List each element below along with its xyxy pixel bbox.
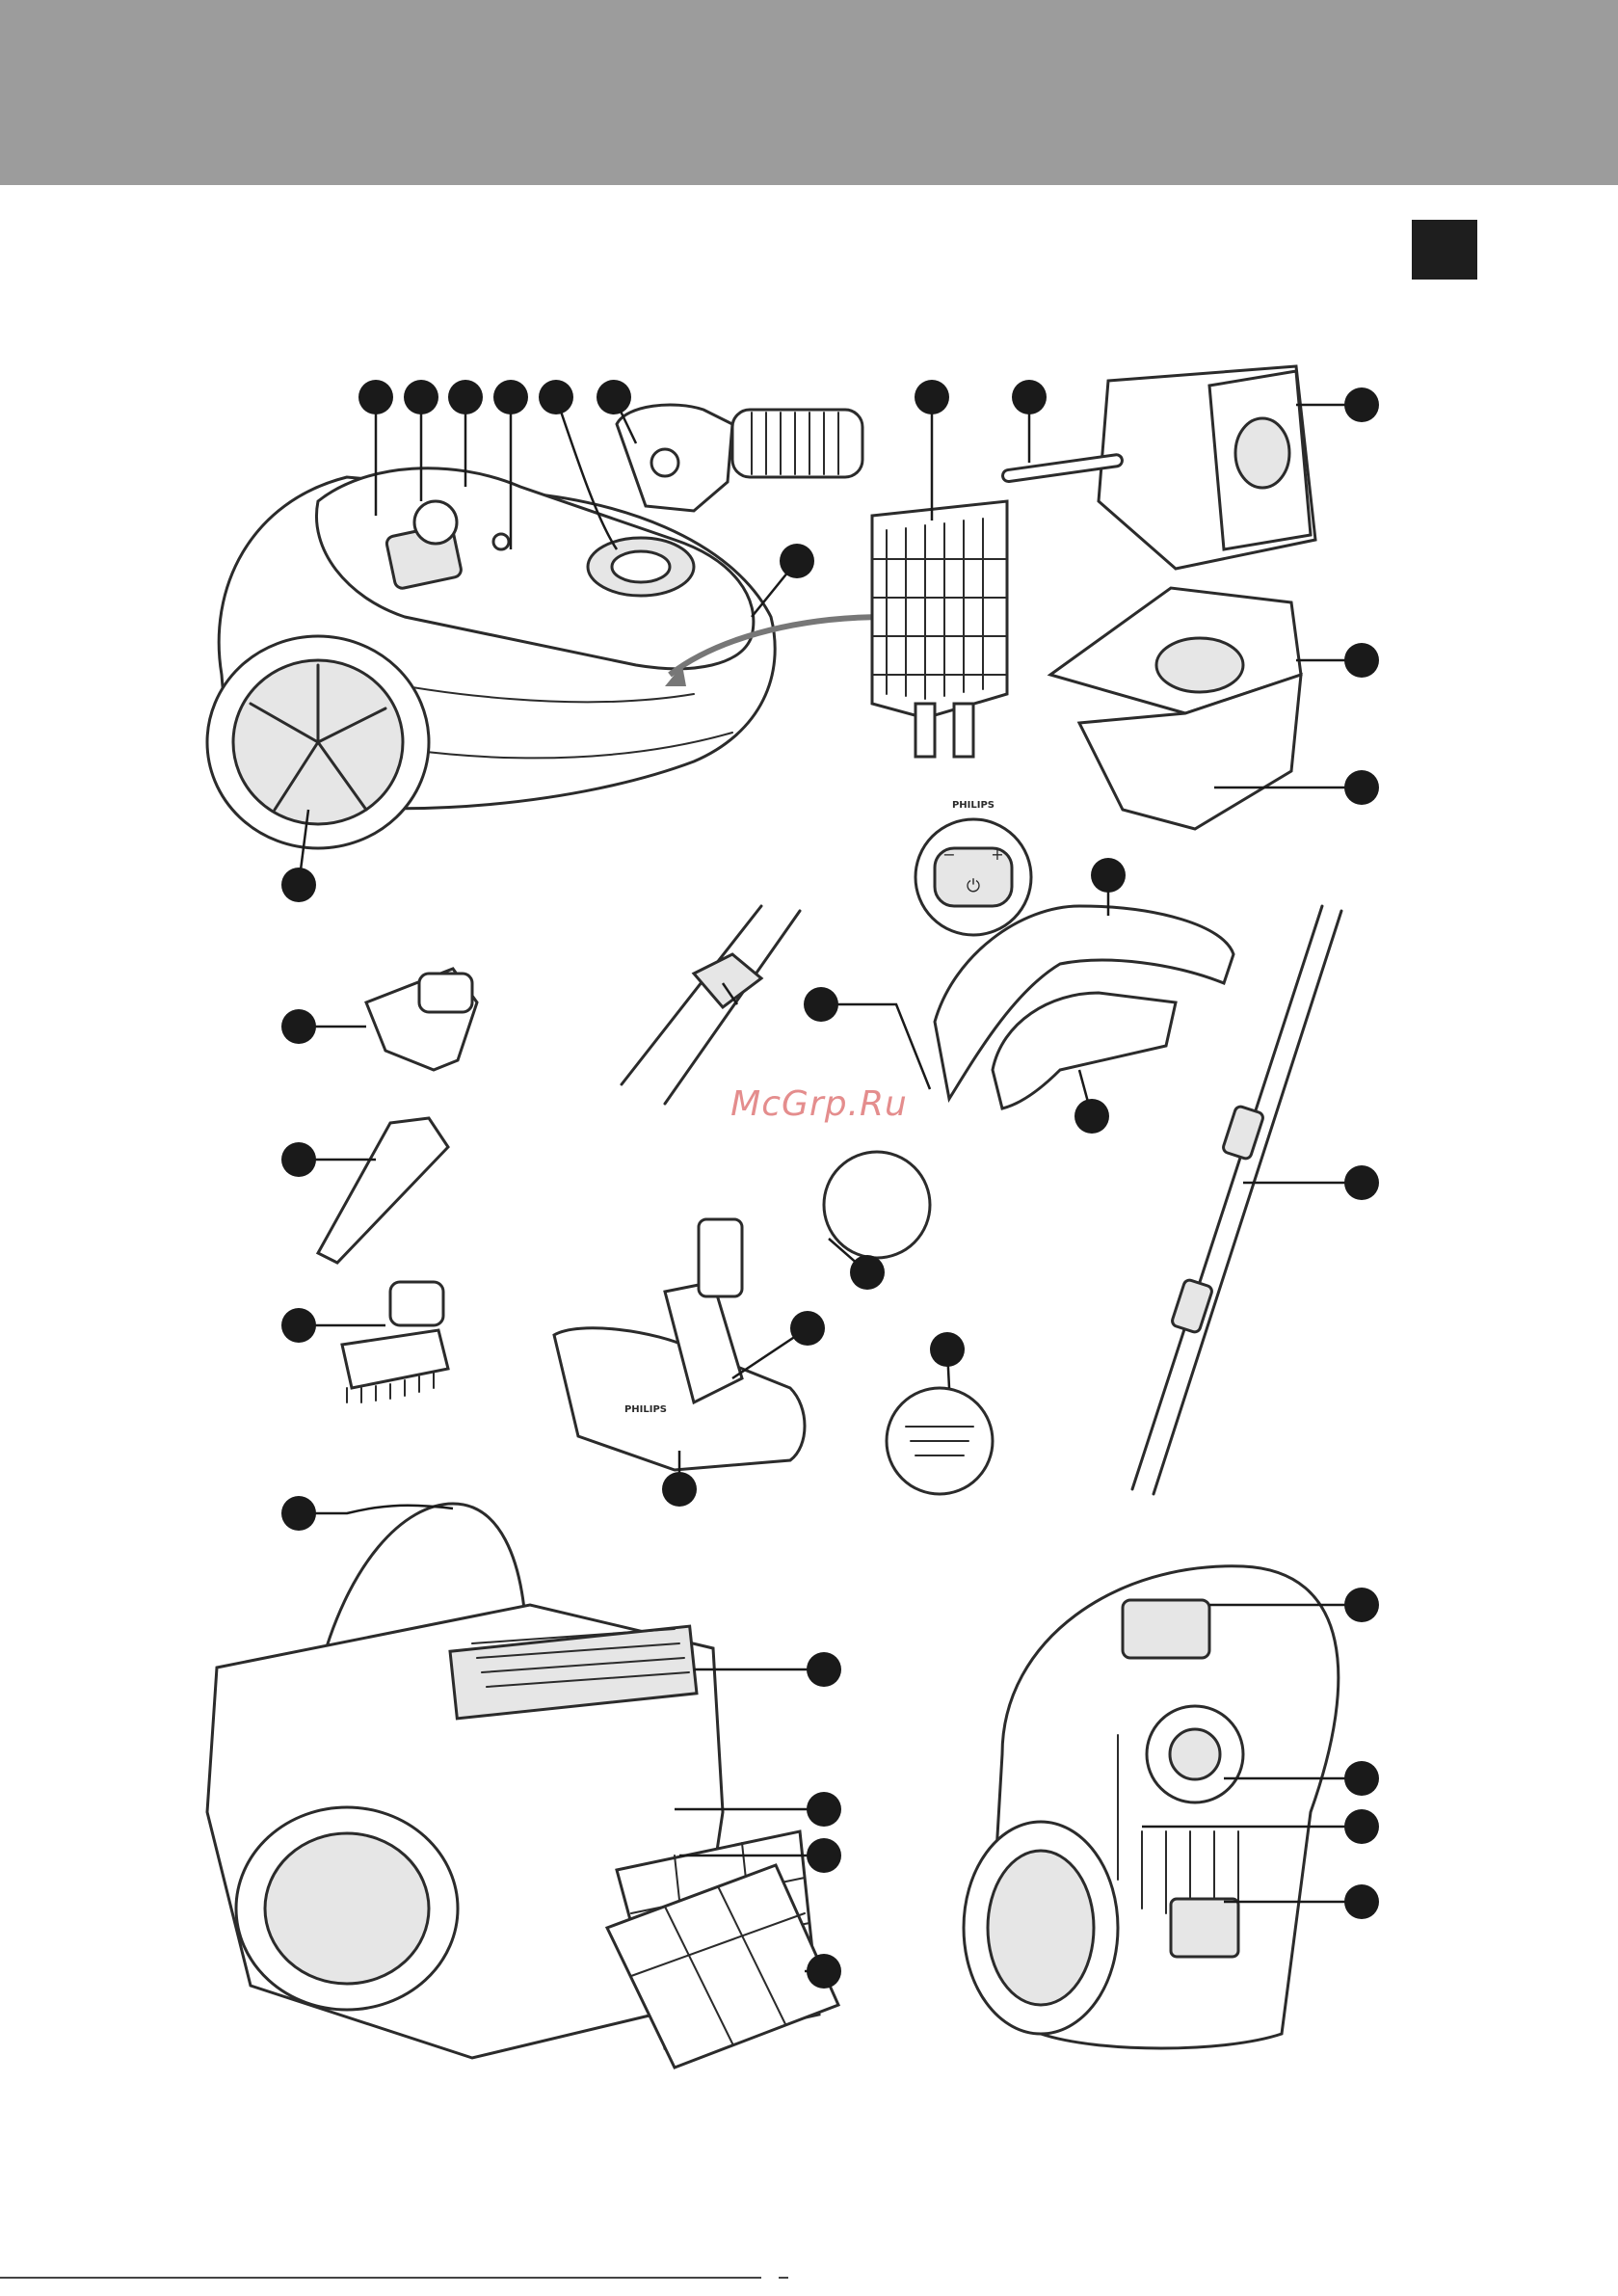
dust-bag bbox=[1001, 364, 1317, 571]
callout-dot bbox=[807, 1838, 841, 1873]
callout-dot bbox=[930, 1332, 965, 1367]
vacuum-body bbox=[205, 467, 888, 850]
hose-connector bbox=[615, 403, 864, 513]
callout-dot bbox=[281, 1496, 316, 1531]
callout-dot bbox=[1344, 387, 1379, 422]
header-band bbox=[0, 0, 1618, 185]
nozzle-brand-text: PHILIPS bbox=[624, 1404, 667, 1415]
callout-dot bbox=[281, 868, 316, 902]
remote-plus-label: + bbox=[991, 845, 1003, 864]
callout-dot bbox=[915, 380, 949, 414]
callout-dot bbox=[1344, 643, 1379, 678]
callout-dot bbox=[1012, 380, 1047, 414]
callout-dot bbox=[780, 544, 814, 578]
callout-dot bbox=[807, 1792, 841, 1827]
handle-with-remote: PHILIPS − + ⏻ bbox=[914, 800, 1235, 1110]
callout-dot bbox=[404, 380, 438, 414]
callout-dot bbox=[1074, 1099, 1109, 1134]
callout-dot bbox=[1344, 1165, 1379, 1200]
callout-dot bbox=[1344, 1809, 1379, 1844]
callout-dot bbox=[1344, 770, 1379, 805]
callout-dot bbox=[1344, 1884, 1379, 1919]
callout-dot bbox=[850, 1255, 885, 1290]
callout-dot bbox=[1091, 858, 1126, 893]
callout-dot bbox=[493, 380, 528, 414]
exhaust-grille bbox=[870, 499, 1009, 759]
footer-rule bbox=[0, 2277, 761, 2279]
callout-dot bbox=[1344, 1761, 1379, 1796]
hepa-filter bbox=[604, 1863, 841, 2069]
bag-holder bbox=[1047, 586, 1303, 831]
telescopic-tube bbox=[1130, 904, 1343, 1496]
callout-dot bbox=[1344, 1588, 1379, 1622]
remote-minus-label: − bbox=[942, 845, 955, 864]
callout-dot bbox=[281, 1009, 316, 1044]
watermark-text: McGrp.Ru bbox=[730, 1084, 908, 1124]
callout-dot bbox=[807, 1954, 841, 1989]
callout-dot bbox=[448, 380, 483, 414]
callout-dot bbox=[539, 380, 573, 414]
callout-dot bbox=[281, 1308, 316, 1343]
language-tab-marker bbox=[1412, 220, 1477, 280]
callout-dots bbox=[281, 380, 1379, 1989]
vacuum-front bbox=[962, 1564, 1340, 2050]
footer-tick bbox=[779, 2277, 788, 2279]
remote-power-label: ⏻ bbox=[967, 876, 980, 896]
upholstery-nozzle bbox=[364, 967, 479, 1072]
crevice-tool bbox=[315, 1116, 450, 1265]
callout-dot bbox=[662, 1472, 697, 1507]
tube-coupling bbox=[620, 904, 802, 1106]
floor-nozzle: PHILIPS bbox=[552, 1150, 995, 1496]
callout-dot bbox=[790, 1311, 825, 1346]
remote-brand-text: PHILIPS bbox=[952, 800, 995, 811]
callout-dot bbox=[804, 987, 838, 1022]
callout-dot bbox=[281, 1142, 316, 1177]
callout-dot bbox=[597, 380, 631, 414]
dusting-brush bbox=[340, 1280, 450, 1403]
callout-dot bbox=[807, 1652, 841, 1687]
callout-dot bbox=[358, 380, 393, 414]
